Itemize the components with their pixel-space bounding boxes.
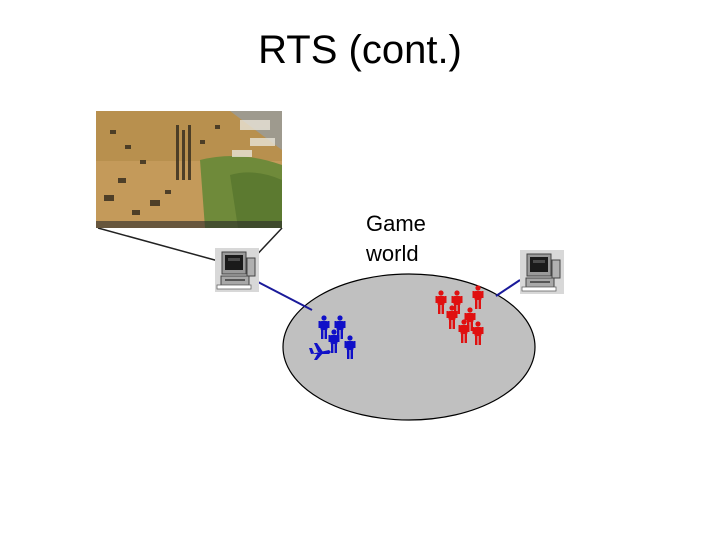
game-screenshot [96, 111, 283, 263]
right-connection-line [495, 279, 521, 297]
right-computer-icon [519, 249, 565, 295]
game-world-label-line1: Game [366, 211, 426, 236]
left-connection-line [257, 281, 313, 311]
left-computer-icon [214, 247, 260, 293]
slide-title: RTS (cont.) [258, 28, 462, 72]
game-world-label: Game world [366, 209, 426, 269]
game-world-label-line2: world [366, 241, 419, 266]
